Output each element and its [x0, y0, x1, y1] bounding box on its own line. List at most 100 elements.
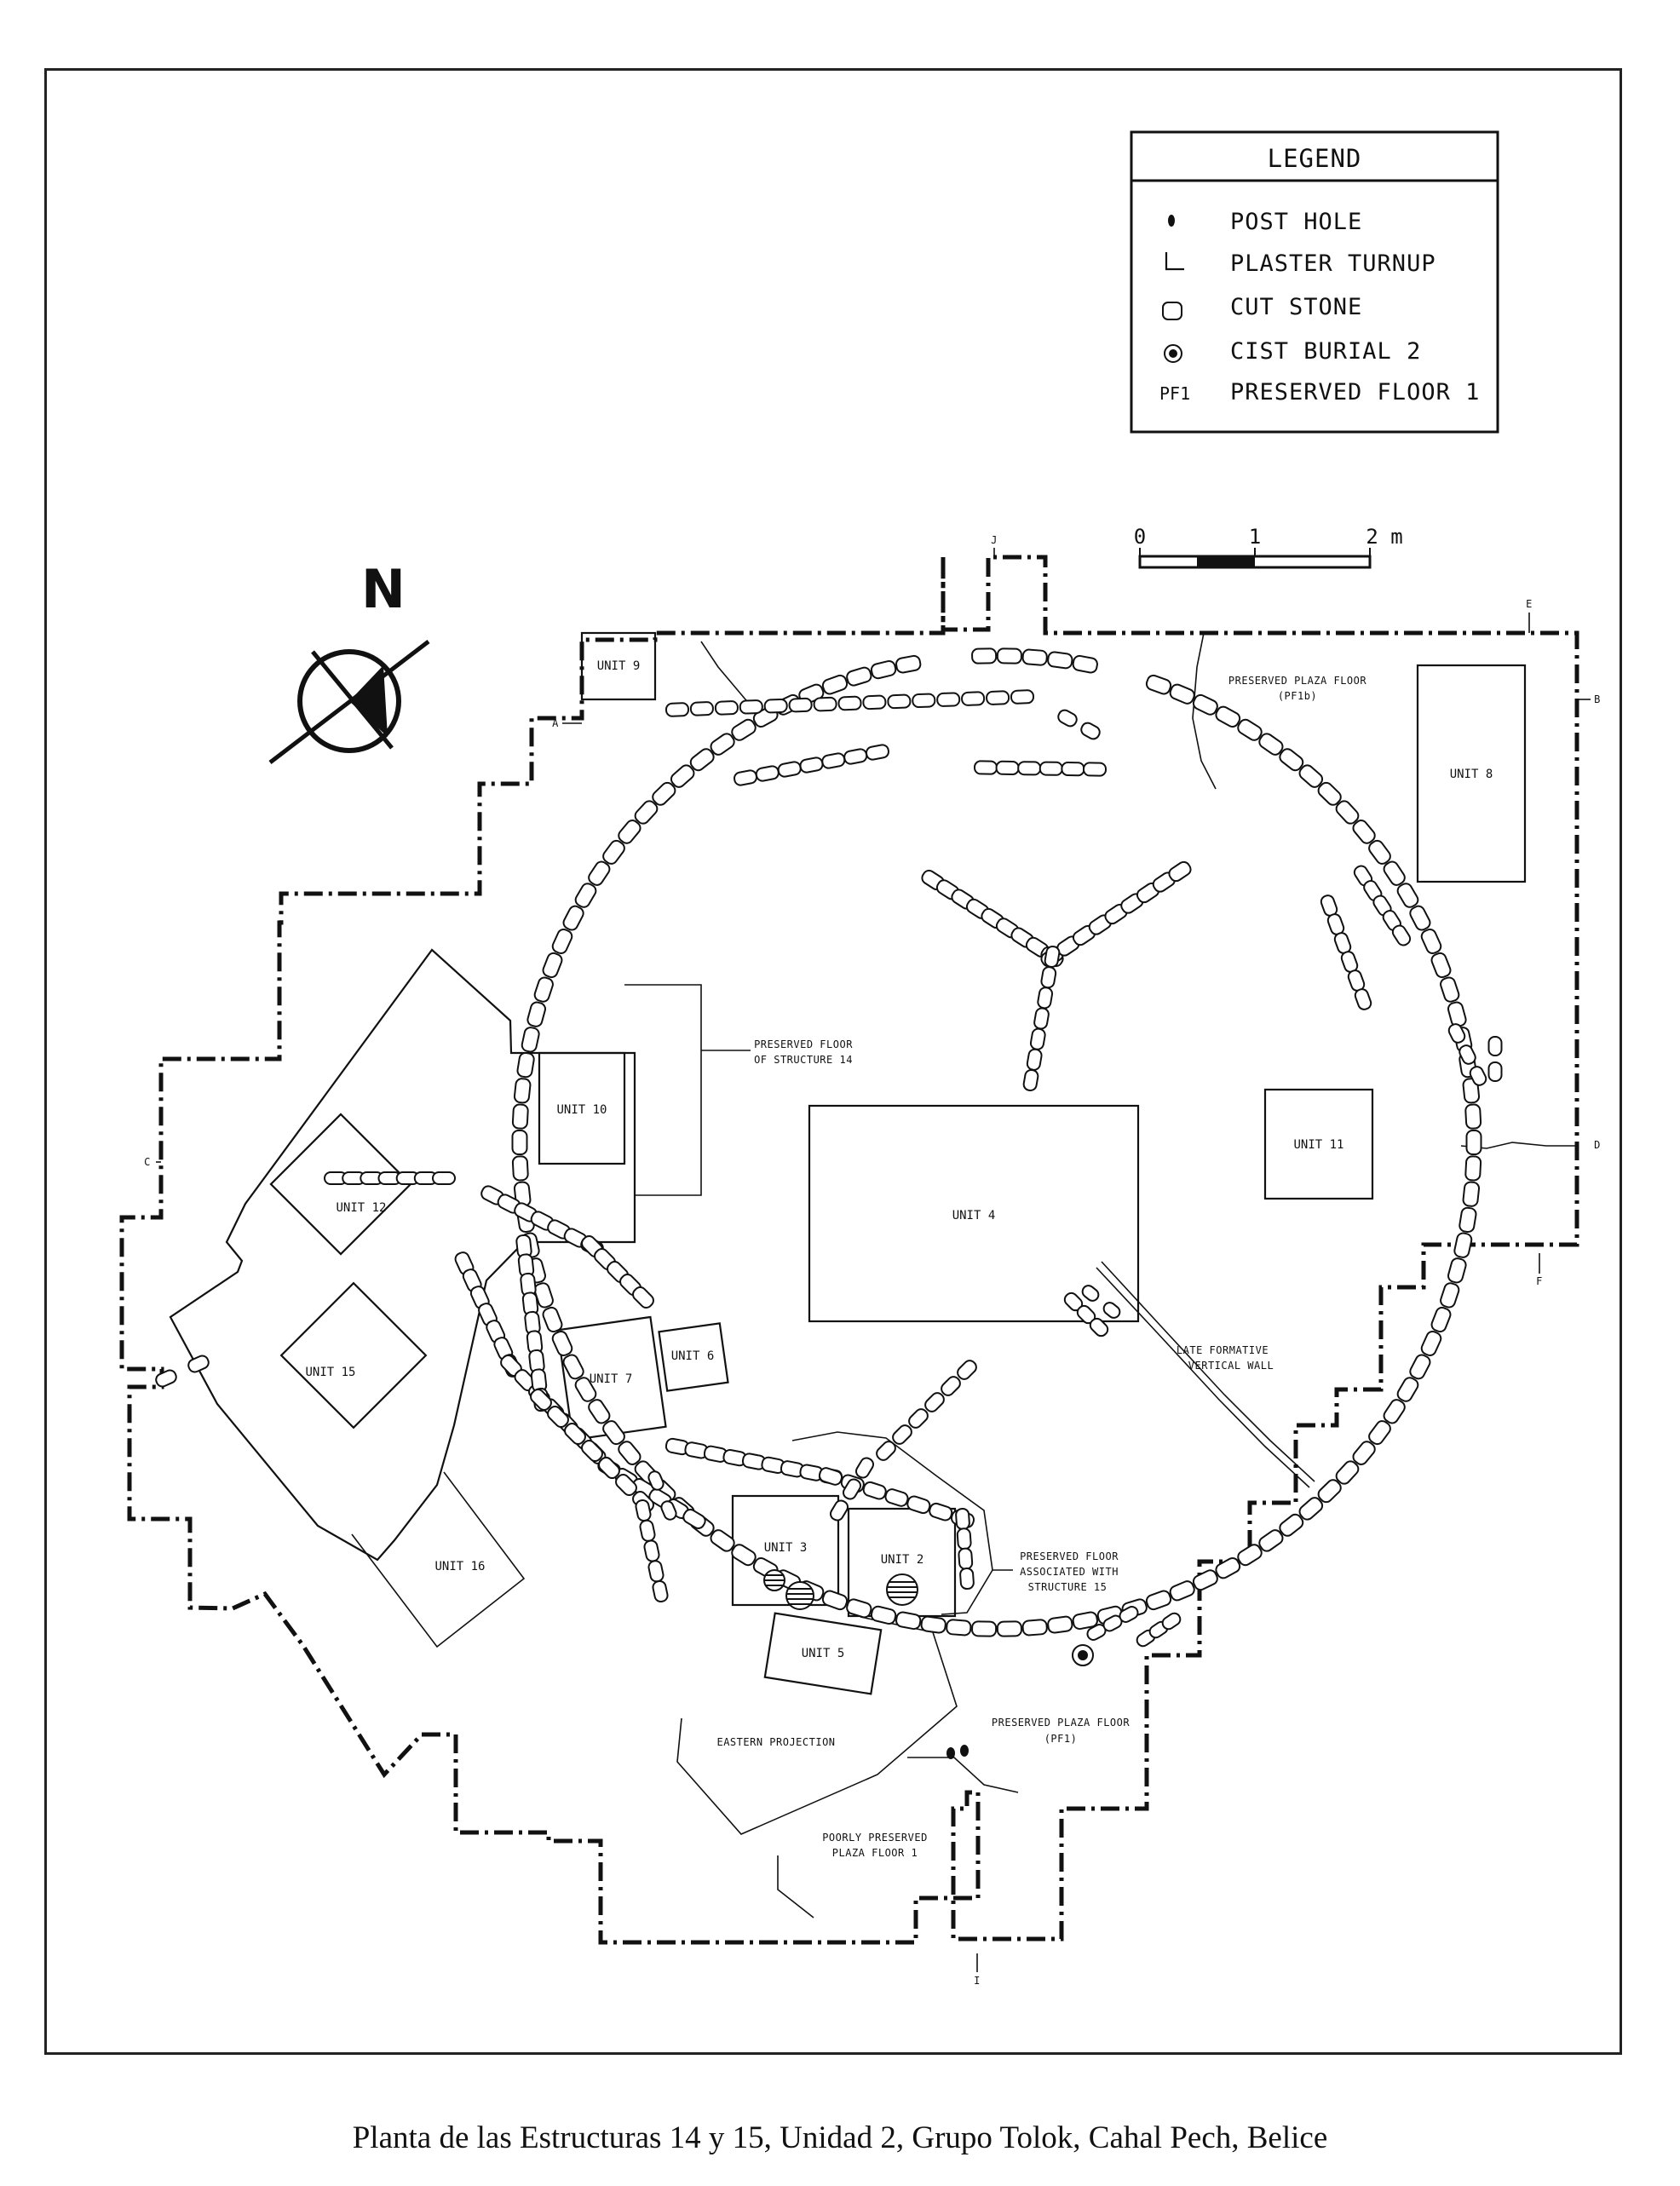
- wall-stone: [908, 1408, 929, 1429]
- late-formative-wall-inner: [1101, 1261, 1315, 1482]
- unit-16-outline: [351, 1471, 526, 1648]
- wall-stone: [574, 1377, 597, 1402]
- wall-stone: [1396, 1377, 1419, 1402]
- wall-stone: [1458, 1206, 1477, 1234]
- wall-stone: [895, 654, 922, 674]
- late-formative-label-1: LATE FORMATIVE: [1177, 1344, 1269, 1356]
- wall-stone: [1409, 1354, 1431, 1380]
- wall-stone: [1430, 952, 1452, 979]
- wall-stone: [1215, 1556, 1241, 1579]
- wall-stone: [714, 700, 739, 716]
- wall-stone: [1145, 1590, 1172, 1611]
- poorly-preserved-label-1: POORLY PRESERVED: [822, 1832, 928, 1844]
- structure-15-outline: [169, 948, 636, 1562]
- wall-stone: [551, 1331, 573, 1356]
- wall-stone: [846, 1598, 872, 1619]
- wall-stone: [513, 1078, 532, 1104]
- plaza-pf1b-label-1: PRESERVED PLAZA FLOOR: [1228, 675, 1366, 687]
- floor-14-outline: [624, 984, 702, 1196]
- plaza-pf1-label-2: (PF1): [1044, 1733, 1078, 1745]
- wall-stone: [941, 1376, 961, 1396]
- legend-box: LEGEND POST HOLE PLASTER TURNUP CUT STON…: [1130, 130, 1499, 434]
- unit-12-label: UNIT 12: [336, 1201, 386, 1215]
- floor-15-label-3: STRUCTURE 15: [1028, 1581, 1108, 1593]
- wall-stone: [639, 1519, 656, 1542]
- wall-stone: [634, 800, 659, 825]
- cist-burial-unit-2: [886, 1573, 918, 1606]
- wall-stone: [734, 769, 757, 786]
- wall-stone: [1047, 1615, 1073, 1634]
- wall-stone: [564, 1423, 586, 1445]
- wall-stone: [958, 1547, 974, 1570]
- wall-stone: [710, 733, 735, 756]
- marker-a: A: [552, 717, 559, 729]
- wall-stone: [837, 695, 862, 711]
- unit-8-label: UNIT 8: [1450, 768, 1493, 781]
- wall-stone: [1119, 1606, 1139, 1623]
- wall-stone: [1440, 1282, 1460, 1309]
- wall-stone: [1317, 1479, 1342, 1504]
- wall-stone: [1391, 924, 1412, 946]
- wall-stone: [973, 760, 998, 775]
- wall-stone: [1057, 709, 1078, 728]
- wall-stone: [1192, 693, 1218, 716]
- legend-item-cut-stone: CUT STONE: [1230, 294, 1362, 320]
- wall-stone: [1464, 1103, 1482, 1130]
- marker-f: F: [1536, 1275, 1543, 1287]
- wall-stone: [995, 760, 1020, 775]
- legend-cut-stone-icon: [1162, 302, 1182, 320]
- unit-11-label: UNIT 11: [1293, 1138, 1343, 1152]
- wall-stone: [1396, 883, 1419, 908]
- wall-stone: [1161, 1612, 1182, 1631]
- wall-stone: [533, 976, 554, 1003]
- wall-stone: [1469, 1066, 1487, 1086]
- legend-post-hole-icon: [1168, 215, 1175, 227]
- wall-stone: [1169, 1580, 1195, 1602]
- unit-3-label: UNIT 3: [764, 1541, 808, 1555]
- wall-stone: [1430, 1306, 1452, 1333]
- wall-stone: [602, 839, 625, 865]
- wall-stone: [511, 1155, 529, 1182]
- wall-stone: [1440, 976, 1460, 1003]
- unit-11-outline: [1263, 1088, 1374, 1200]
- wall-stone: [821, 1590, 849, 1611]
- unit-15-label: UNIT 15: [305, 1366, 355, 1379]
- wall-stone: [929, 1502, 953, 1522]
- wall-stone: [1335, 1460, 1360, 1485]
- unit-5-outline: [763, 1612, 883, 1695]
- wall-stone: [1169, 683, 1195, 705]
- floor-14-label-2: OF STRUCTURE 14: [754, 1054, 853, 1066]
- wall-stone: [1447, 1257, 1467, 1284]
- wall-stone: [710, 1529, 735, 1552]
- north-arrow: N: [268, 558, 430, 764]
- wall-stone: [755, 765, 780, 782]
- wall-stone: [432, 1171, 456, 1185]
- wall-stone: [957, 1360, 977, 1380]
- wall-stone: [1279, 1513, 1304, 1537]
- wall-stone: [1464, 1155, 1482, 1182]
- wall-stone: [618, 820, 642, 844]
- wall-stone: [1010, 689, 1035, 705]
- unit-5-label: UNIT 5: [802, 1647, 845, 1660]
- wall-stone: [739, 699, 763, 715]
- wall-stone: [598, 1457, 620, 1479]
- wall-stone: [1279, 748, 1304, 772]
- plaza-floor-pf1b-edge: [1192, 632, 1217, 790]
- legend-pf1-symbol: PF1: [1159, 383, 1190, 404]
- marker-e: E: [1526, 598, 1533, 610]
- cist-burial-2: [1072, 1644, 1094, 1666]
- wall-stone: [1368, 1420, 1391, 1446]
- unit-9-outline: [580, 631, 657, 701]
- cist-burial-unit-3: [763, 1569, 785, 1591]
- wall-stone: [521, 1027, 540, 1053]
- wall-stone: [1447, 1023, 1466, 1044]
- cist-burial-unit-3b: [785, 1581, 814, 1610]
- wall-stone: [986, 690, 1010, 705]
- wall-stone: [155, 1369, 177, 1388]
- wall-stone: [1082, 762, 1108, 777]
- wall-stone: [647, 1470, 665, 1491]
- wall-stone: [1335, 800, 1360, 825]
- wall-stone: [652, 1580, 669, 1602]
- wall-stone: [1368, 839, 1391, 865]
- wall-stone: [866, 744, 889, 761]
